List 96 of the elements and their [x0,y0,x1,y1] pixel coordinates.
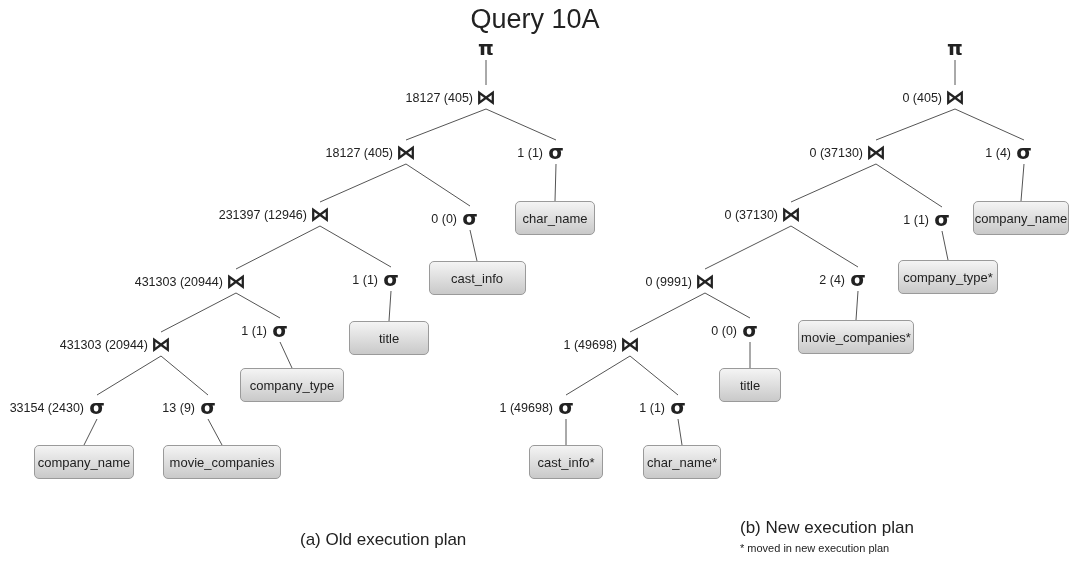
operator-symbol: σ [1015,140,1033,164]
tree-edge [954,108,1025,141]
tree-edge [749,341,751,369]
table-box: company_name [973,201,1069,235]
operator-symbol: ⋈ [396,140,416,164]
tree-edge [485,59,487,86]
tree-edge [319,163,407,203]
row-count: 0 (37130) [809,145,863,160]
row-count: 1 (1) [352,272,378,287]
table-box: title [719,368,781,402]
diagram-title: Query 10A [469,4,601,35]
tree-edge [941,230,949,261]
tree-edge [405,163,471,207]
operator-symbol: σ [199,395,217,419]
operator-symbol: σ [849,267,867,291]
row-count: 1 (49698) [499,400,553,415]
tree-edge [96,355,162,396]
operator-symbol: σ [557,395,575,419]
tree-edge [279,341,293,369]
operator-symbol: σ [933,207,951,231]
tree-edge [790,225,859,268]
operator-symbol: σ [461,206,479,230]
tree-edge [319,225,392,268]
subfigure-caption: (b) New execution plan [740,518,914,538]
tree-edge [485,108,557,141]
tree-edge [677,418,683,446]
operator-symbol: ⋈ [226,269,246,293]
row-count: 1 (49698) [563,337,617,352]
row-count: 0 (405) [902,90,942,105]
row-count: 0 (0) [711,323,737,338]
operator-symbol: π [946,36,964,60]
row-count: 231397 (12946) [218,207,307,222]
operator-symbol: σ [741,318,759,342]
tree-edge [235,225,321,270]
tree-edge [235,292,281,319]
row-count: 431303 (20944) [59,337,148,352]
row-count: 1 (1) [639,400,665,415]
operator-symbol: ⋈ [476,85,496,109]
operator-symbol: ⋈ [695,269,715,293]
table-box: title [349,321,429,355]
operator-symbol: ⋈ [866,140,886,164]
table-box: company_type [240,368,344,402]
table-box: cast_info [428,261,526,295]
tree-edge [565,418,567,446]
tree-edge [875,108,956,141]
table-box: movie_companies* [798,320,914,354]
tree-edge [83,418,98,446]
operator-symbol: σ [669,395,687,419]
tree-edge [629,292,706,333]
table-box: char_name [515,201,595,235]
operator-symbol: π [477,36,495,60]
row-count: 1 (1) [241,323,267,338]
row-count: 0 (0) [431,211,457,226]
tree-edge [388,290,392,322]
row-count: 1 (1) [517,145,543,160]
row-count: 18127 (405) [405,90,473,105]
operator-symbol: ⋈ [945,85,965,109]
row-count: 18127 (405) [325,145,393,160]
operator-symbol: ⋈ [310,202,330,226]
subfigure-caption: (a) Old execution plan [300,530,467,550]
tree-edge [207,418,223,446]
row-count: 33154 (2430) [9,400,84,415]
tree-edge [554,163,557,202]
row-count: 1 (1) [903,212,929,227]
operator-symbol: σ [271,318,289,342]
tree-edge [160,292,237,333]
operator-symbol: σ [547,140,565,164]
tree-edge [405,108,487,141]
tree-edge [954,59,956,86]
tree-edge [160,355,209,396]
row-count: 0 (37130) [724,207,778,222]
tree-edge [855,290,859,321]
table-box: movie_companies [163,445,281,479]
tree-edge [790,163,877,203]
tree-edge [704,292,751,319]
table-box: company_type* [898,260,998,294]
row-count: 2 (4) [819,272,845,287]
table-box: char_name* [643,445,721,479]
table-box: company_name [34,445,134,479]
tree-edge [704,225,792,270]
tree-edge [629,355,679,396]
footnote: * moved in new execution plan [740,542,890,554]
row-count: 13 (9) [162,400,195,415]
operator-symbol: ⋈ [151,332,171,356]
row-count: 431303 (20944) [134,274,223,289]
row-count: 1 (4) [985,145,1011,160]
operator-symbol: σ [88,395,106,419]
operator-symbol: σ [382,267,400,291]
operator-symbol: ⋈ [781,202,801,226]
tree-edge [469,229,478,262]
row-count: 0 (9991) [645,274,692,289]
operator-symbol: ⋈ [620,332,640,356]
table-box: cast_info* [529,445,603,479]
tree-edge [565,355,631,396]
tree-edge [1020,163,1025,202]
tree-edge [875,163,943,208]
